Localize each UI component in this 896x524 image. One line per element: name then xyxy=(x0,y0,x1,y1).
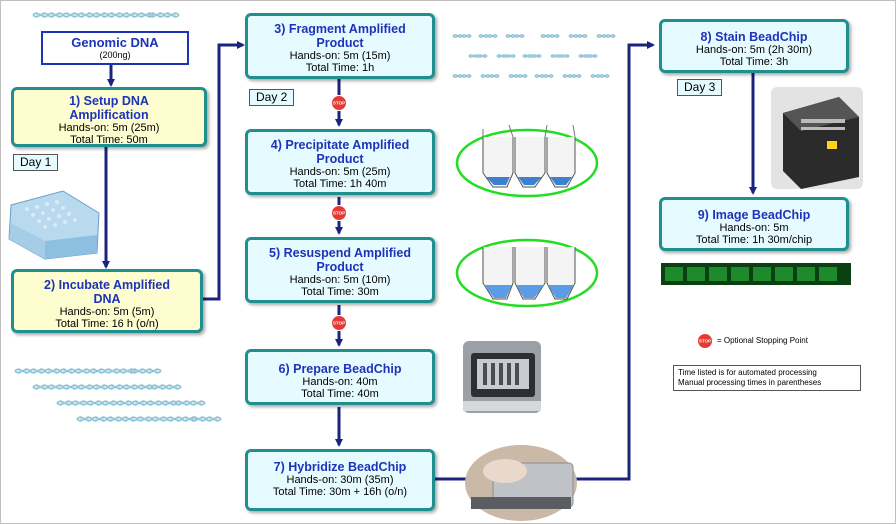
step-1-box: 1) Setup DNA Amplification Hands-on: 5m … xyxy=(11,87,207,147)
day-3-label: Day 3 xyxy=(677,79,723,96)
step-5-title: 5) Resuspend Amplified Product xyxy=(269,246,411,274)
svg-text:STOP: STOP xyxy=(333,321,345,326)
step-4-box: 4) Precipitate Amplified Product Hands-o… xyxy=(245,129,435,195)
step-6-hands-on: Hands-on: 40m xyxy=(302,376,378,388)
stop-legend-text: = Optional Stopping Point xyxy=(717,336,808,345)
tubes-pellet-image xyxy=(455,124,599,198)
step-5-total: Total Time: 30m xyxy=(301,286,379,298)
scanned-beadchip-image xyxy=(661,263,851,285)
step-2-hands-on: Hands-on: 5m (5m) xyxy=(59,306,155,318)
step-9-hands-on: Hands-on: 5m xyxy=(719,222,789,234)
genomic-dna-title: Genomic DNA xyxy=(71,35,159,50)
genomic-dna-amount: (200ng) xyxy=(99,50,131,60)
step-6-title: 6) Prepare BeadChip xyxy=(278,362,402,376)
stop-sign-icon-3: STOP xyxy=(331,315,347,331)
step-3-title: 3) Fragment Amplified Product xyxy=(274,22,406,50)
step-9-total: Total Time: 1h 30m/chip xyxy=(695,234,813,246)
step-7-total: Total Time: 30m + 16h (o/n) xyxy=(272,486,408,498)
step-9-box: 9) Image BeadChip Hands-on: 5m Total Tim… xyxy=(659,197,849,251)
step-2-box: 2) Incubate Amplified DNA Hands-on: 5m (… xyxy=(11,269,203,333)
genomic-dna-box: Genomic DNA (200ng) xyxy=(41,31,189,65)
step-7-title: 7) Hybridize BeadChip xyxy=(273,460,407,474)
step-4-total: Total Time: 1h 40m xyxy=(293,178,387,190)
svg-text:STOP: STOP xyxy=(699,339,711,344)
dna-fragments-icon xyxy=(452,34,616,78)
svg-text:STOP: STOP xyxy=(333,211,345,216)
staining-rack-image xyxy=(771,87,863,189)
day-1-label: Day 1 xyxy=(13,154,59,171)
step-6-box: 6) Prepare BeadChip Hands-on: 40m Total … xyxy=(245,349,435,405)
beadchip-prep-image xyxy=(463,341,541,413)
step-9-title: 9) Image BeadChip xyxy=(697,208,811,222)
timing-note-line-1: Time listed is for automated processing xyxy=(678,368,817,377)
step-1-total: Total Time: 50m xyxy=(70,134,148,146)
timing-note: Time listed is for automated processing … xyxy=(673,365,861,391)
step-2-total: Total Time: 16 h (o/n) xyxy=(55,318,159,330)
step-4-title: 4) Precipitate Amplified Product xyxy=(270,138,410,166)
step-8-title: 8) Stain BeadChip xyxy=(700,30,808,44)
timing-note-line-2: Manual processing times in parentheses xyxy=(678,378,822,387)
svg-text:STOP: STOP xyxy=(333,101,345,106)
step-3-total: Total Time: 1h xyxy=(305,62,375,74)
step-1-hands-on: Hands-on: 5m (25m) xyxy=(58,122,160,134)
step-6-total: Total Time: 40m xyxy=(301,388,379,400)
day-2-label: Day 2 xyxy=(249,89,295,106)
step-1-title: 1) Setup DNA Amplification xyxy=(69,94,149,122)
arrow-2-to-3 xyxy=(201,41,245,301)
step-8-hands-on: Hands-on: 5m (2h 30m) xyxy=(695,44,813,56)
step-2-title: 2) Incubate Amplified DNA xyxy=(44,278,170,306)
step-7-hands-on: Hands-on: 30m (35m) xyxy=(286,474,394,486)
step-8-box: 8) Stain BeadChip Hands-on: 5m (2h 30m) … xyxy=(659,19,849,73)
tubes-resuspended-image xyxy=(455,238,599,308)
stop-sign-icon-2: STOP xyxy=(331,205,347,221)
step-3-hands-on: Hands-on: 5m (15m) xyxy=(289,50,391,62)
well-plate-image xyxy=(8,190,100,260)
step-7-box: 7) Hybridize BeadChip Hands-on: 30m (35m… xyxy=(245,449,435,511)
step-5-hands-on: Hands-on: 5m (10m) xyxy=(289,274,391,286)
hybridize-chamber-image xyxy=(465,445,577,521)
stop-sign-icon-1: STOP xyxy=(331,95,347,111)
stop-sign-legend-icon: STOP xyxy=(697,333,713,349)
step-5-box: 5) Resuspend Amplified Product Hands-on:… xyxy=(245,237,435,303)
step-4-hands-on: Hands-on: 5m (25m) xyxy=(289,166,391,178)
step-8-total: Total Time: 3h xyxy=(719,56,789,68)
dna-strands-bottom-left xyxy=(14,367,222,423)
dna-strands-top-left xyxy=(32,11,180,19)
step-3-box: 3) Fragment Amplified Product Hands-on: … xyxy=(245,13,435,79)
